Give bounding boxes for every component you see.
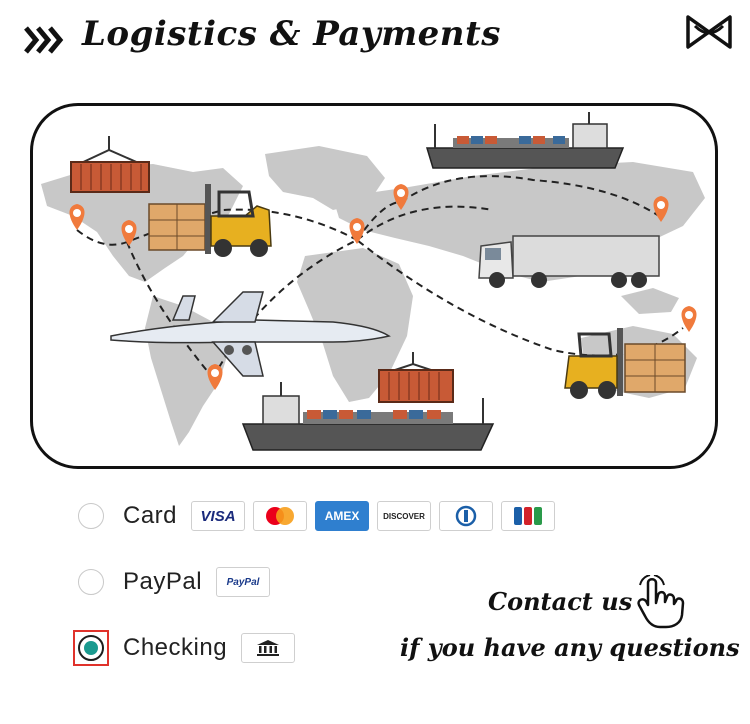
contact-questions-text: if you have any questions (400, 633, 740, 662)
visa-icon: VISA (191, 501, 246, 531)
container-crane-icon (378, 352, 454, 403)
mastercard-icon (253, 501, 308, 531)
paypal-icon: PayPal (216, 567, 271, 597)
bowtie-logo-icon (686, 15, 732, 49)
truck-icon (478, 235, 660, 288)
triple-chevron-icon (24, 26, 64, 54)
world-map (41, 112, 705, 451)
header: Logistics & Payments (0, 0, 750, 80)
paypal-radio[interactable] (78, 569, 104, 595)
forklift-icon (564, 328, 686, 399)
bank-icon (241, 633, 296, 663)
container-crane-icon (70, 136, 150, 193)
logistics-map-card (30, 103, 718, 469)
page-title: Logistics & Payments (82, 14, 501, 54)
amex-icon: AMEX (315, 501, 370, 531)
forklift-icon (148, 184, 272, 257)
discover-icon: DISCOVER (377, 501, 432, 531)
location-pin-icon (69, 184, 697, 390)
paypal-badges: PayPal (216, 567, 271, 597)
card-badges: VISA AMEX DISCOVER (191, 501, 556, 531)
card-label: Card (123, 502, 178, 529)
card-radio[interactable] (78, 503, 104, 529)
jcb-icon (501, 501, 556, 531)
contact-us-text[interactable]: Contact us (488, 587, 633, 616)
paypal-label: PayPal (123, 568, 203, 595)
payment-option-card[interactable]: Card VISA AMEX DISCOVER (78, 496, 556, 536)
checking-radio[interactable] (78, 635, 104, 661)
pointing-hand-icon (637, 575, 685, 629)
checking-label: Checking (123, 634, 228, 661)
payment-option-checking[interactable]: Checking (73, 628, 296, 668)
selected-outline (73, 630, 109, 666)
diners-club-icon (439, 501, 494, 531)
cargo-ship-icon (425, 112, 625, 169)
cargo-ship-icon (241, 382, 495, 451)
checking-badges (241, 633, 296, 663)
airplane-icon (110, 291, 391, 377)
payment-option-paypal[interactable]: PayPal PayPal (78, 562, 271, 602)
